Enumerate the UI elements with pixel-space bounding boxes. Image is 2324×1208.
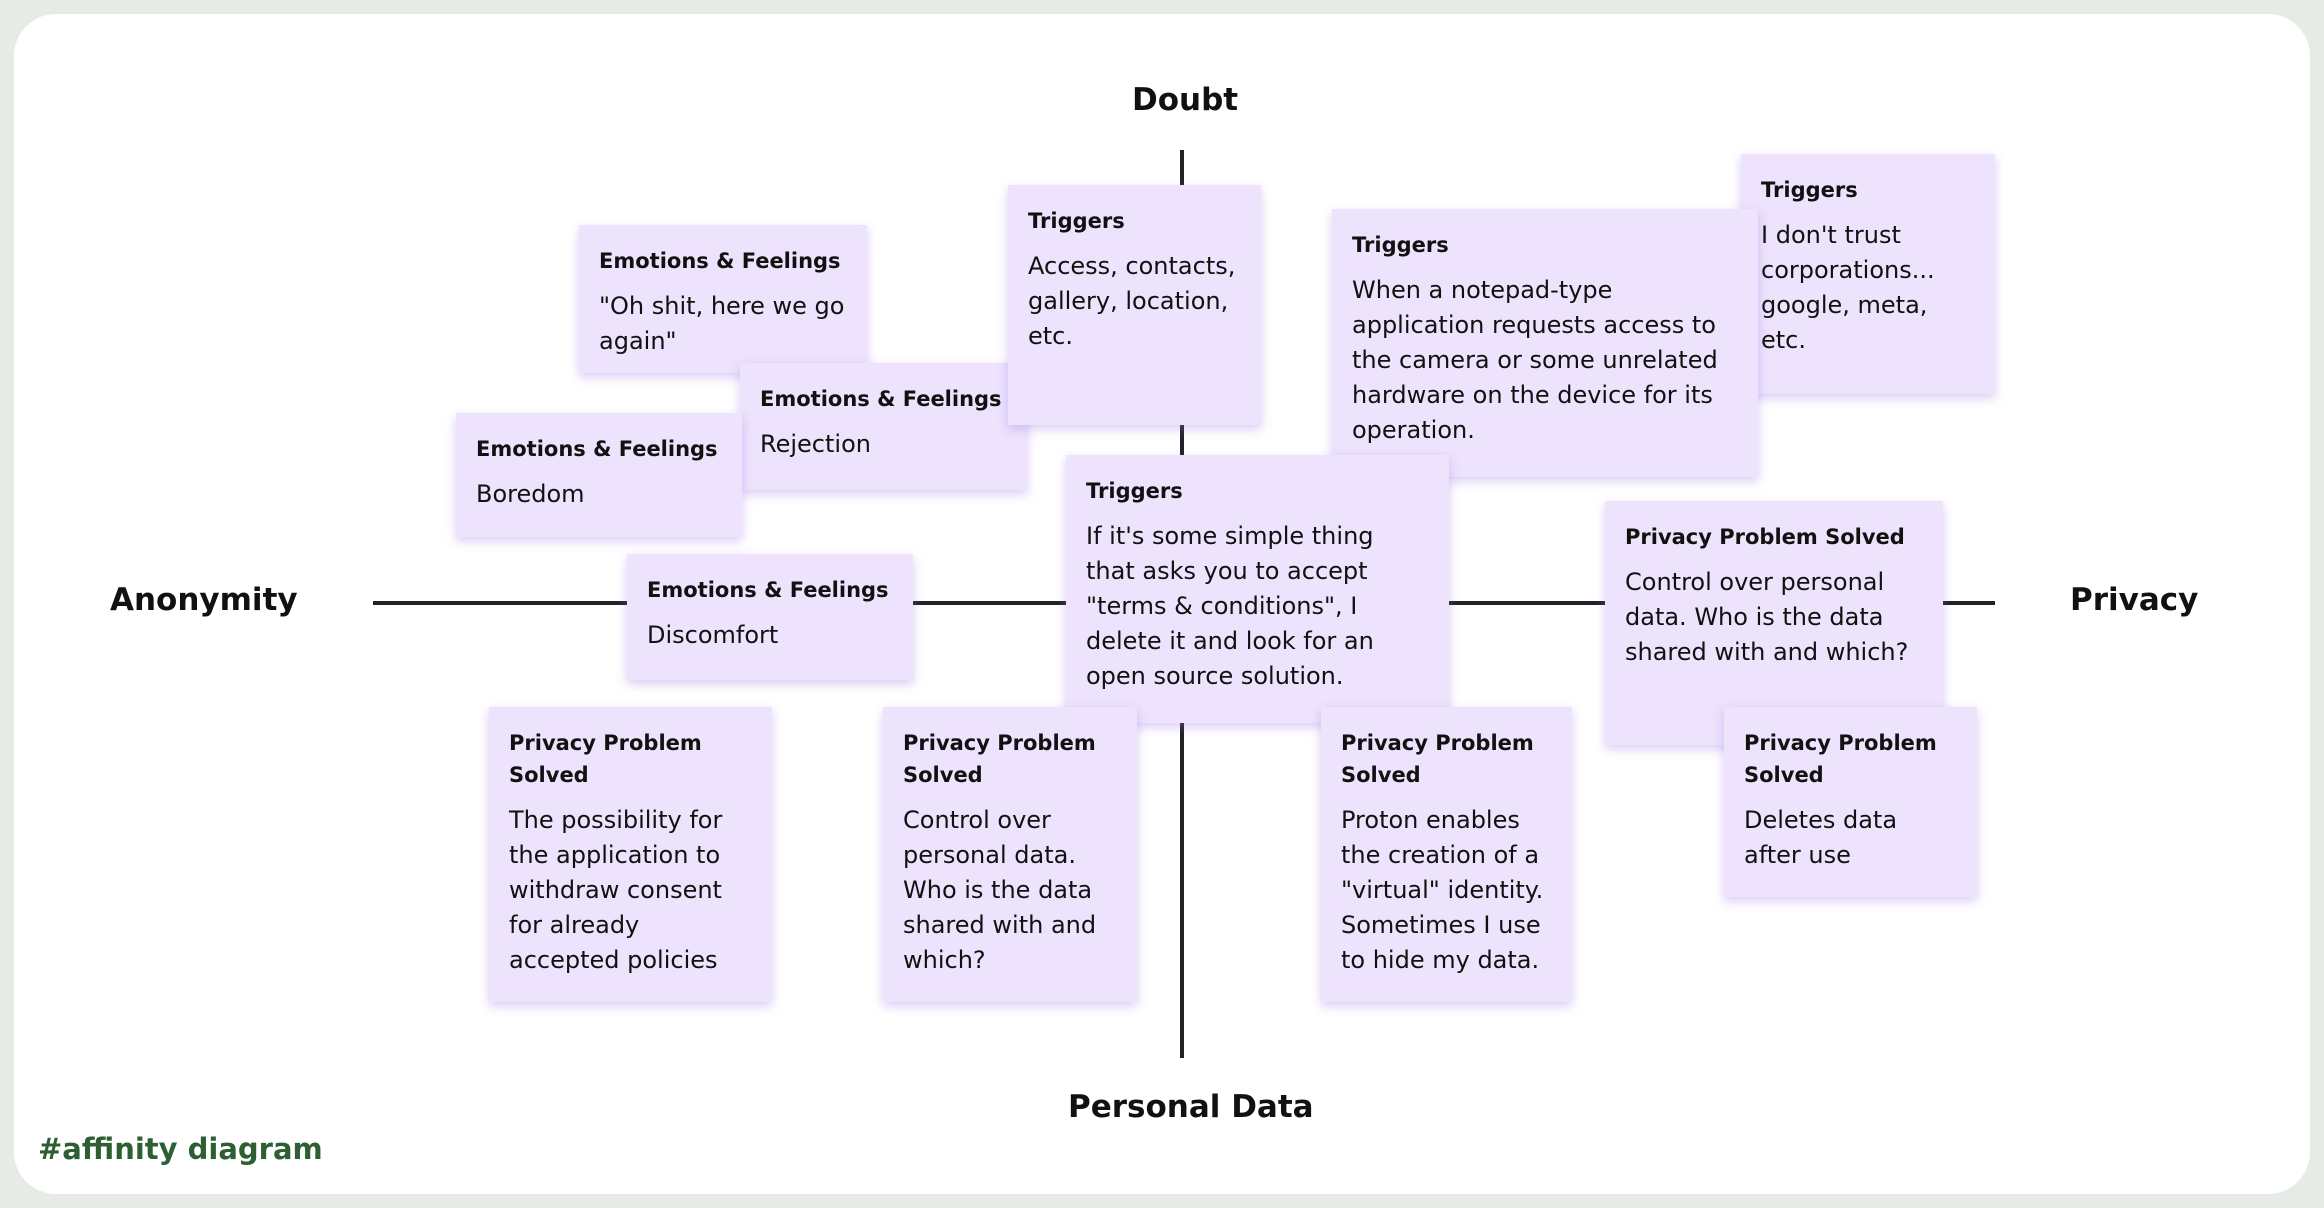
note-category: Privacy Problem Solved [1744,731,1937,787]
note-category: Triggers [1761,178,1858,202]
sticky-note[interactable]: Emotions & Feelings Rejection [740,363,1027,490]
note-text: The possibility for the application to w… [509,806,723,974]
sticky-note[interactable]: Triggers If it's some simple thing that … [1066,455,1449,723]
note-text: Access, contacts, gallery, location, etc… [1028,252,1236,350]
axis-label-privacy: Privacy [2070,582,2199,618]
note-category: Emotions & Feelings [760,387,1002,411]
axis-label-anonymity: Anonymity [110,582,298,618]
sticky-note[interactable]: Privacy Problem Solved Deletes data afte… [1724,707,1977,897]
note-text: "Oh shit, here we go again" [599,292,845,355]
sticky-note[interactable]: Triggers When a notepad-type application… [1332,209,1758,477]
sticky-note[interactable]: Privacy Problem Solved Control over pers… [883,707,1137,1002]
sticky-note[interactable]: Emotions & Feelings Discomfort [627,554,913,680]
note-category: Privacy Problem Solved [1625,525,1905,549]
note-text: When a notepad-type application requests… [1352,276,1718,444]
note-category: Emotions & Feelings [476,437,718,461]
sticky-note[interactable]: Triggers I don't trust corporations... g… [1741,154,1995,394]
sticky-note[interactable]: Emotions & Feelings Boredom [456,413,742,537]
axis-label-doubt: Doubt [1132,82,1239,118]
note-text: Control over personal data. Who is the d… [903,806,1097,974]
sticky-note[interactable]: Privacy Problem Solved Control over pers… [1605,501,1943,745]
note-text: If it's some simple thing that asks you … [1086,522,1374,690]
note-text: Proton enables the creation of a "virtua… [1341,806,1544,974]
affinity-diagram-tag: #affinity diagram [38,1132,323,1166]
note-text: Rejection [760,430,871,458]
sticky-note[interactable]: Triggers Access, contacts, gallery, loca… [1008,185,1261,425]
note-category: Emotions & Feelings [599,249,841,273]
note-text: Discomfort [647,621,779,649]
note-text: I don't trust corporations... google, me… [1761,221,1935,354]
note-text: Control over personal data. Who is the d… [1625,568,1909,666]
note-text: Boredom [476,480,585,508]
note-category: Triggers [1086,479,1183,503]
note-category: Emotions & Feelings [647,578,889,602]
sticky-note[interactable]: Privacy Problem Solved The possibility f… [489,707,772,1002]
note-category: Triggers [1352,233,1449,257]
sticky-note[interactable]: Privacy Problem Solved Proton enables th… [1321,707,1572,1002]
note-category: Triggers [1028,209,1125,233]
axis-label-personal-data: Personal Data [1068,1089,1314,1125]
note-category: Privacy Problem Solved [1341,731,1534,787]
sticky-note[interactable]: Emotions & Feelings "Oh shit, here we go… [579,225,867,373]
note-text: Deletes data after use [1744,806,1898,869]
note-category: Privacy Problem Solved [509,731,702,787]
note-category: Privacy Problem Solved [903,731,1096,787]
